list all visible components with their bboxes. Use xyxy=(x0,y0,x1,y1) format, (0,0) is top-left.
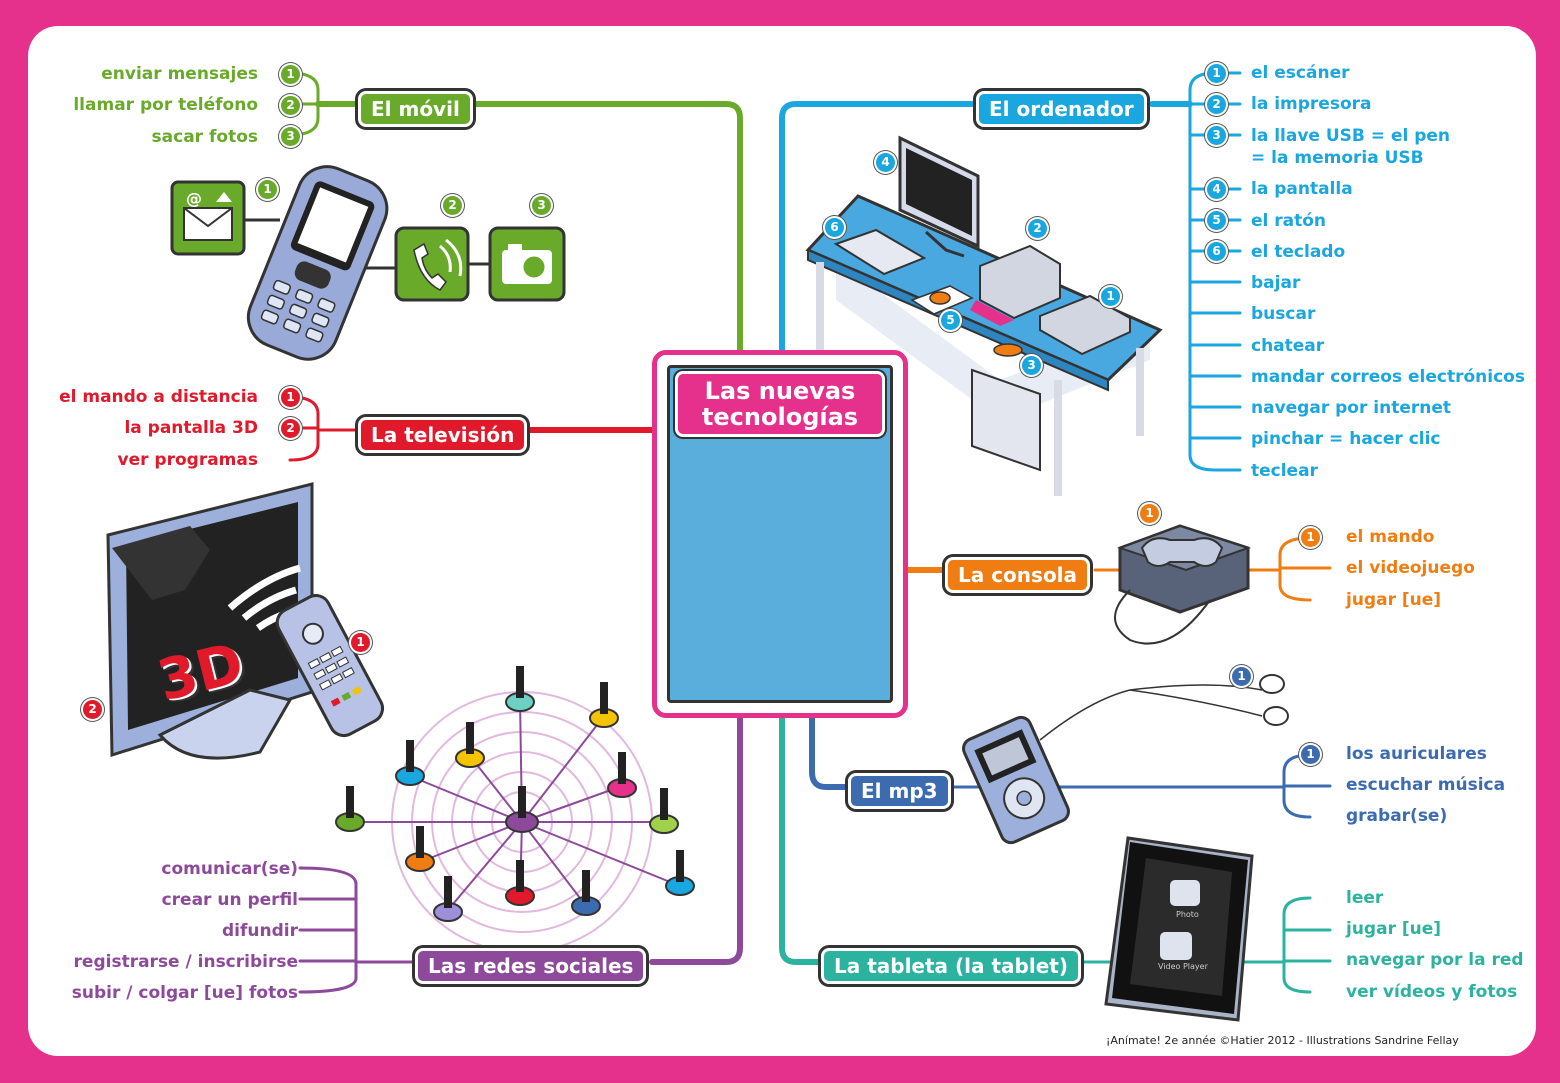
ordenador-item-1: el escáner xyxy=(1251,63,1350,83)
ordenador-item-7: bajar xyxy=(1251,273,1301,293)
ordenador-number-1: 1 xyxy=(1207,64,1226,83)
ordenador-item-9: chatear xyxy=(1251,336,1325,356)
movil-number-2: 2 xyxy=(281,96,300,115)
movil-item-2: llamar por teléfono xyxy=(73,95,258,115)
node-television: La televisión xyxy=(358,417,528,453)
ordenador-item-3: la llave USB = el pen xyxy=(1251,126,1451,146)
ordenador-number-2: 2 xyxy=(1207,95,1226,114)
desk-callout-6: 6 xyxy=(825,218,844,237)
earphones-callout-1: 1 xyxy=(1232,667,1251,686)
television-item-2: la pantalla 3D xyxy=(124,418,258,438)
tv-callout-1: 1 xyxy=(351,633,370,652)
tableta-item-1: leer xyxy=(1346,888,1384,908)
tablet-photo-label: Photo xyxy=(1176,910,1199,919)
phone-illustration: @ xyxy=(170,165,566,361)
television-number-2: 2 xyxy=(281,419,300,438)
node-redes-sociales: Las redes sociales xyxy=(415,948,647,984)
ordenador-item-11: navegar por internet xyxy=(1251,398,1452,418)
tablet-video-label: Video Player xyxy=(1158,962,1208,971)
tableta-item-2: jugar [ue] xyxy=(1346,919,1442,939)
movil-item-1: enviar mensajes xyxy=(101,64,258,84)
movil-number-1: 1 xyxy=(281,65,300,84)
phone-callout-1: 1 xyxy=(258,180,277,199)
node-tableta: La tableta (la tablet) xyxy=(821,948,1081,984)
central-topic-title: Las nuevas tecnologías xyxy=(675,371,885,437)
redes-item-3: difundir xyxy=(222,921,298,941)
redes-item-4: registrarse / inscribirse xyxy=(73,952,298,972)
tableta-item-3: navegar por la red xyxy=(1346,950,1524,970)
ordenador-number-5: 5 xyxy=(1207,211,1226,230)
desk-callout-5: 5 xyxy=(941,311,960,330)
ordenador-item-13: teclear xyxy=(1251,461,1318,481)
node-movil: El móvil xyxy=(358,91,473,127)
node-consola: La consola xyxy=(945,557,1091,593)
mp3-item-2: escuchar música xyxy=(1346,775,1506,795)
desk-callout-3: 3 xyxy=(1022,356,1041,375)
consola-item-2: el videojuego xyxy=(1346,558,1475,578)
ordenador-number-3: 3 xyxy=(1207,126,1226,145)
mp3-number-1: 1 xyxy=(1301,745,1320,764)
desk-callout-2: 2 xyxy=(1028,219,1047,238)
movil-item-3: sacar fotos xyxy=(151,127,258,147)
ordenador-item-6: el teclado xyxy=(1251,242,1346,262)
consola-number-1: 1 xyxy=(1301,528,1320,547)
consola-item-3: jugar [ue] xyxy=(1346,590,1442,610)
tablet-illustration xyxy=(1104,836,1254,1022)
central-topic-card: Las nuevas tecnologías xyxy=(652,350,908,718)
ordenador-item-12: pinchar = hacer clic xyxy=(1251,429,1441,449)
redes-item-1: comunicar(se) xyxy=(161,859,298,879)
redes-item-2: crear un perfil xyxy=(161,890,298,910)
television-number-1: 1 xyxy=(281,388,300,407)
ordenador-number-6: 6 xyxy=(1207,242,1226,261)
ordenador-item-5: el ratón xyxy=(1251,211,1327,231)
movil-number-3: 3 xyxy=(281,127,300,146)
ordenador-item-3b: = la memoria USB xyxy=(1251,148,1424,168)
ordenador-number-4: 4 xyxy=(1207,180,1226,199)
consola-item-1: el mando xyxy=(1346,527,1435,547)
desk-callout-1: 1 xyxy=(1101,287,1120,306)
credit-line: ¡Anímate! 2e année ©Hatier 2012 - Illust… xyxy=(1106,1034,1459,1047)
tableta-item-4: ver vídeos y fotos xyxy=(1346,982,1518,1002)
phone-callout-3: 3 xyxy=(532,196,551,215)
ordenador-item-4: la pantalla xyxy=(1251,179,1353,199)
console-callout-1: 1 xyxy=(1140,504,1159,523)
social-network-illustration xyxy=(335,666,695,953)
mp3-illustration xyxy=(962,674,1289,845)
ordenador-item-10: mandar correos electrónicos xyxy=(1251,367,1525,387)
svg-text:@: @ xyxy=(186,189,202,208)
console-illustration xyxy=(1114,524,1252,645)
television-item-3: ver programas xyxy=(117,450,258,470)
ordenador-item-2: la impresora xyxy=(1251,94,1372,114)
node-ordenador: El ordenador xyxy=(976,91,1147,127)
desk-callout-4: 4 xyxy=(876,153,895,172)
node-mp3: El mp3 xyxy=(848,773,951,809)
tv-callout-2: 2 xyxy=(83,700,102,719)
mp3-item-3: grabar(se) xyxy=(1346,806,1448,826)
television-item-1: el mando a distancia xyxy=(59,387,258,407)
ordenador-item-8: buscar xyxy=(1251,304,1316,324)
phone-callout-2: 2 xyxy=(443,196,462,215)
redes-item-5: subir / colgar [ue] fotos xyxy=(71,983,298,1003)
tv-illustration xyxy=(106,482,385,760)
mp3-item-1: los auriculares xyxy=(1346,744,1487,764)
